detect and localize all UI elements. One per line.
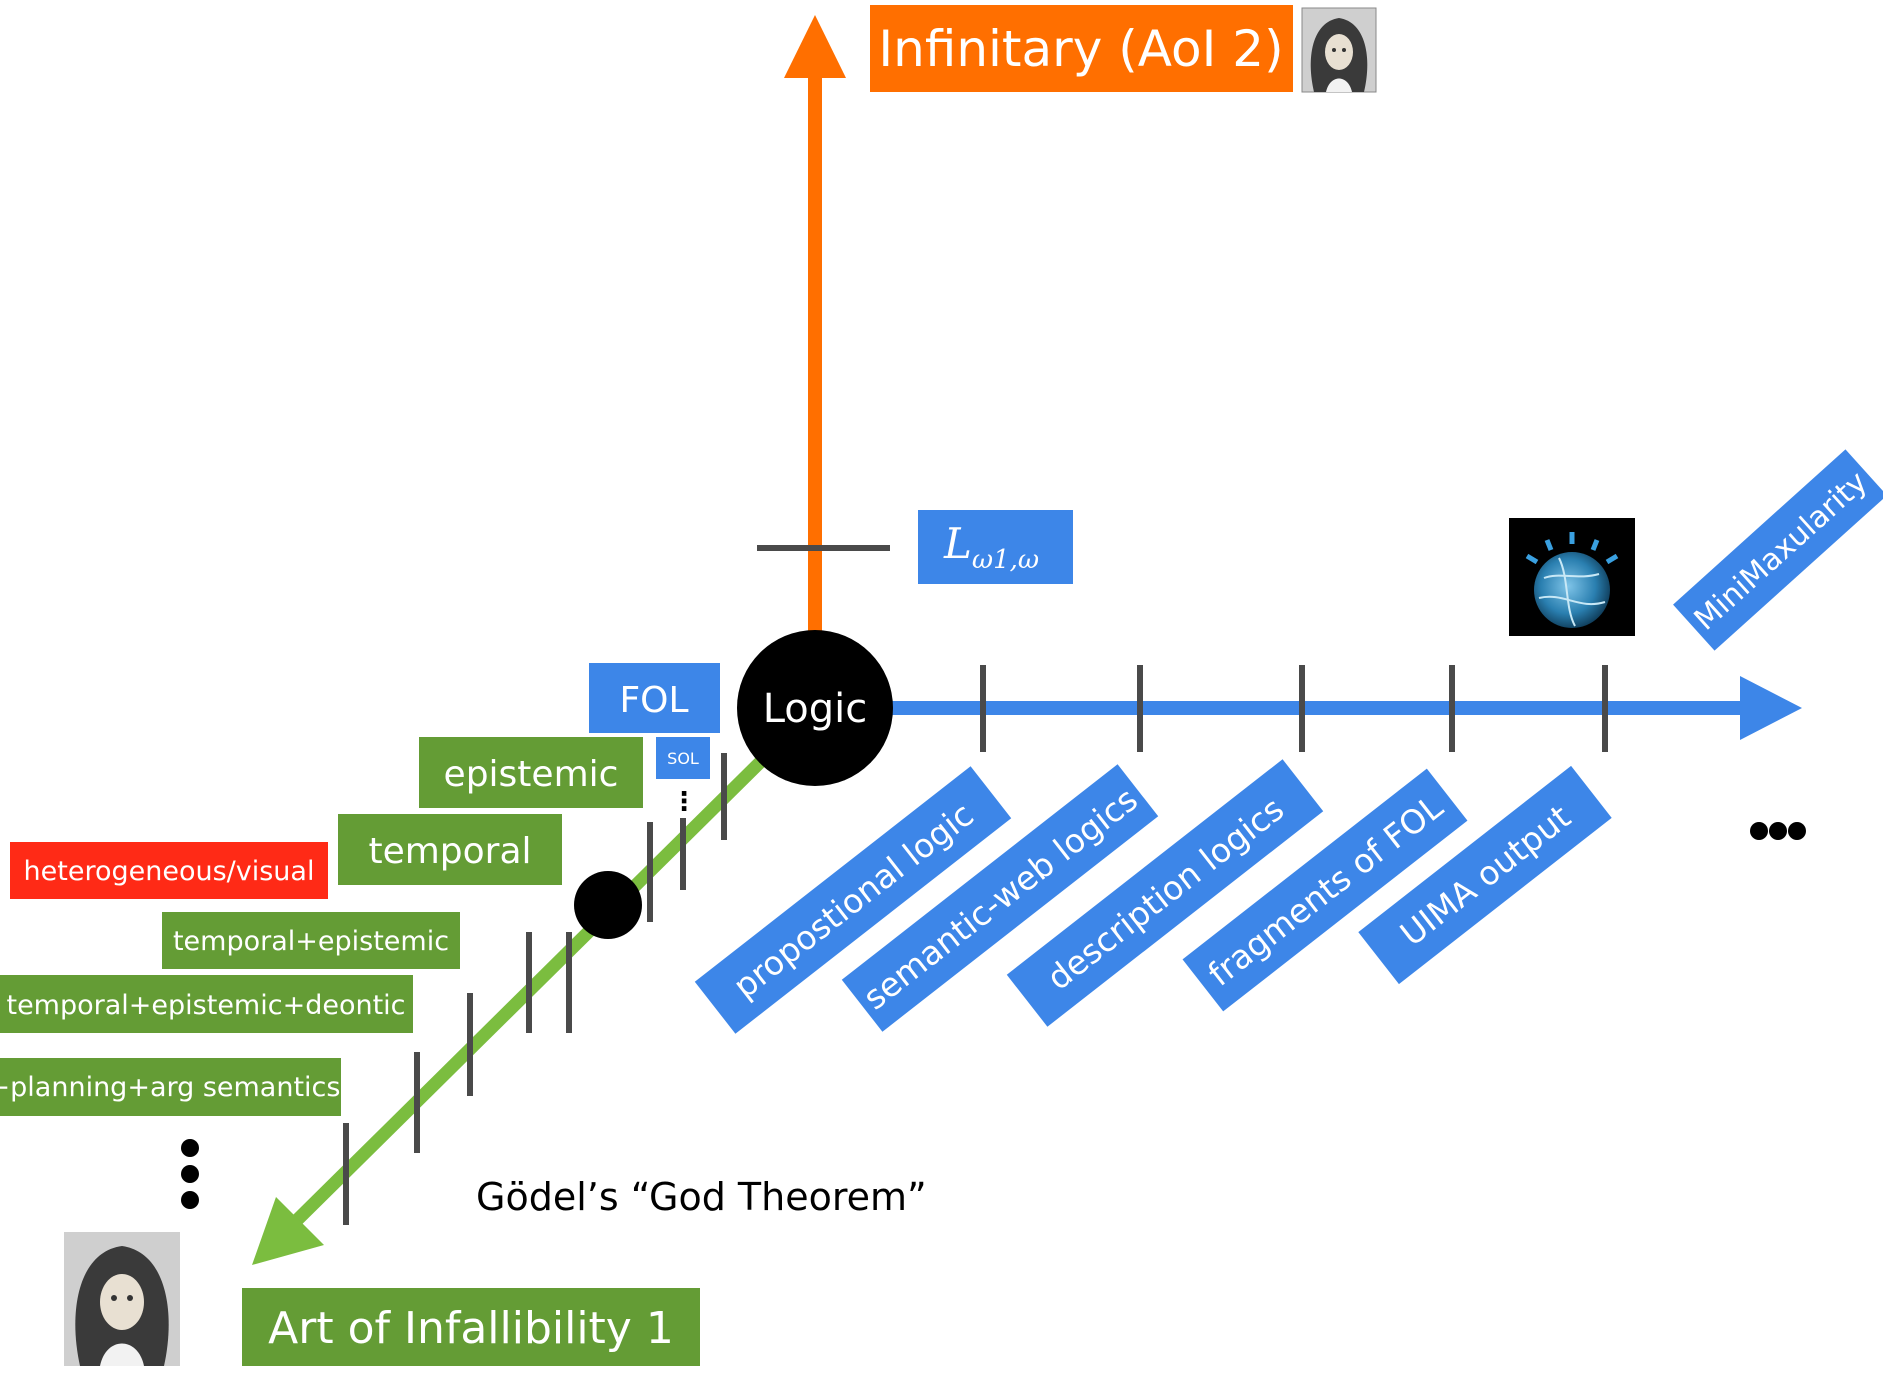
horizontal-axis-label-box — [841, 764, 1159, 1032]
vertical-axis-arrowhead — [784, 15, 846, 78]
vertical-axis-title: Infinitary (AoI 2) — [878, 20, 1283, 78]
ibm-watson-logo — [1509, 518, 1635, 636]
temporal-epistemic-label: temporal+epistemic — [173, 926, 449, 957]
logic-node — [737, 630, 893, 786]
epistemic-box — [419, 737, 643, 808]
epistemic-label: epistemic — [444, 754, 619, 795]
l-omega-label: Lω1,ω — [943, 519, 1039, 575]
temporal-box — [338, 814, 562, 885]
horizontal-axis-label-box — [1182, 768, 1468, 1012]
temporal-epistemic-deontic-label: temporal+epistemic+deontic — [6, 990, 405, 1021]
sol-dots: ⋮ — [671, 787, 697, 817]
horizontal-axis-label-box — [1358, 765, 1612, 985]
horizontal-axis-label-box — [694, 766, 1012, 1034]
vertical-axis-title-box — [870, 5, 1293, 92]
fol-label: FOL — [619, 680, 688, 721]
heterogeneous-visual-box — [10, 842, 328, 899]
planning-arg-semantics-box — [0, 1058, 341, 1116]
minimaxularity-label: MiniMaxularity — [1688, 465, 1875, 638]
diagonal-node — [574, 871, 642, 939]
diagonal-axis-arrowhead — [252, 1197, 324, 1265]
minimaxularity-tag: MiniMaxularity — [1673, 449, 1883, 651]
temporal-epistemic-deontic-box — [0, 975, 413, 1033]
heterogeneous-visual-label: heterogeneous/visual — [24, 856, 315, 887]
logic-node-label: Logic — [763, 686, 868, 732]
temporal-label: temporal — [368, 831, 531, 872]
planning-arg-semantics-label: +planning+arg semantics — [0, 1072, 340, 1103]
horizontal-continuation-dots — [1750, 822, 1806, 840]
horizontal-axis-label-box — [1006, 759, 1324, 1027]
leibniz-portrait-top — [1301, 7, 1377, 93]
l-omega-box — [918, 510, 1073, 584]
diagonal-continuation-dots — [181, 1139, 199, 1209]
horizontal-axis-arrowhead — [1740, 676, 1802, 740]
diagonal-axis-title-box — [242, 1288, 700, 1366]
fol-box — [589, 663, 720, 733]
temporal-epistemic-box — [162, 912, 460, 969]
sol-label: SOL — [667, 749, 699, 768]
leibniz-portrait-bottom — [64, 1232, 180, 1366]
sol-box — [656, 737, 710, 779]
diagonal-axis-title: Art of Infallibility 1 — [268, 1303, 674, 1354]
godel-annotation: Gödel’s “God Theorem” — [476, 1175, 927, 1219]
